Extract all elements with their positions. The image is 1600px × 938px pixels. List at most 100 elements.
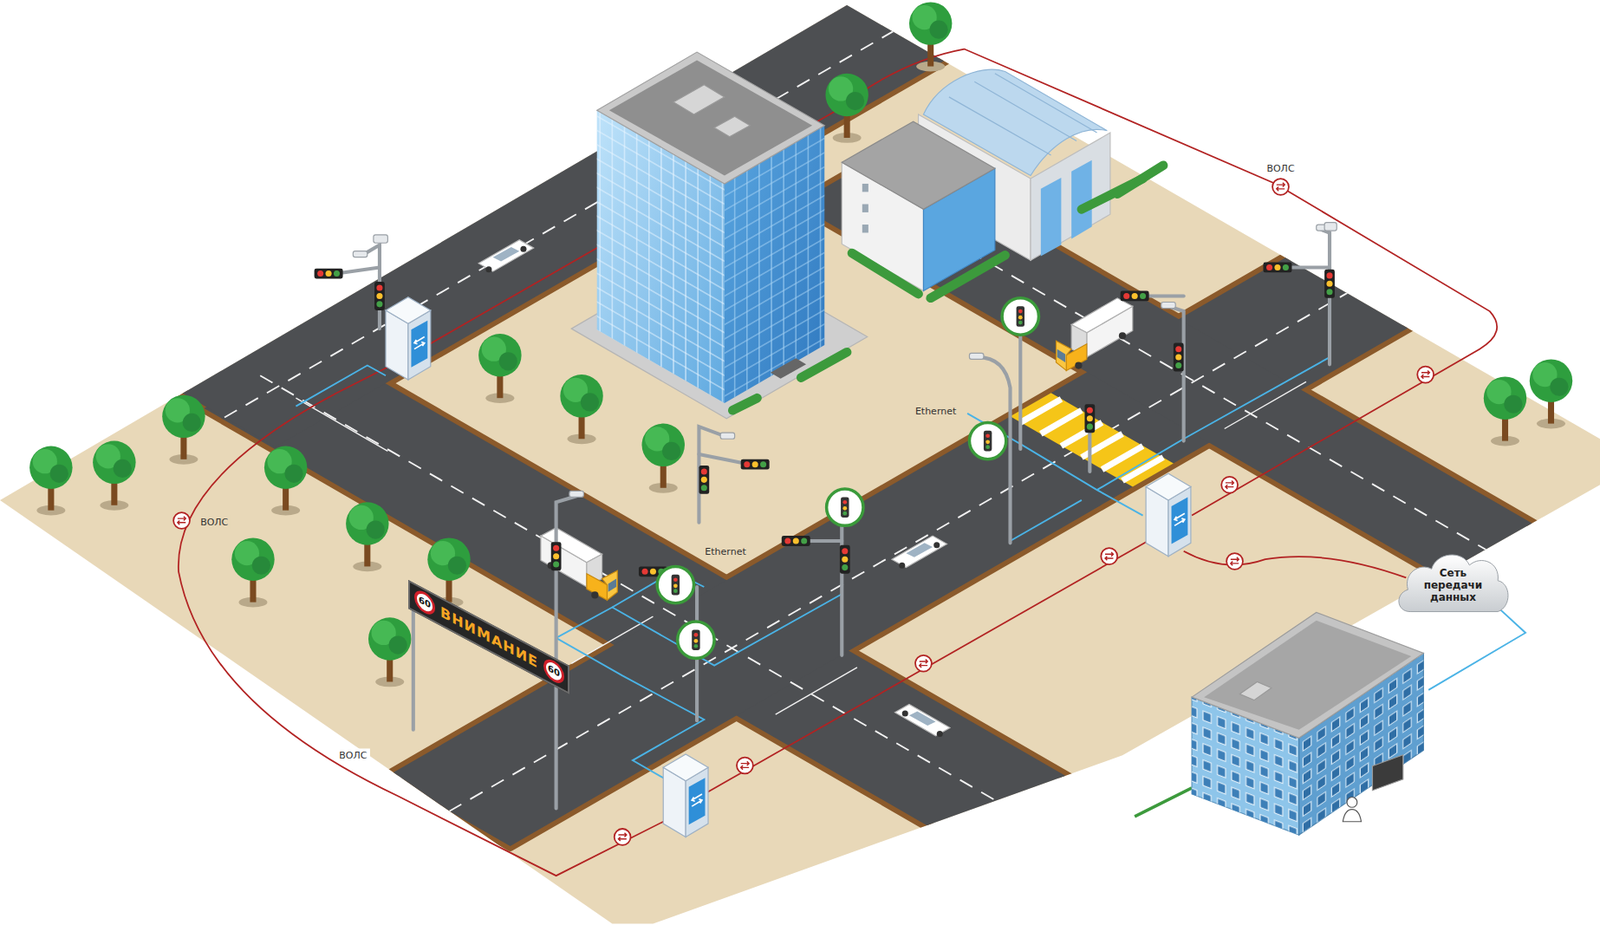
trees — [92, 441, 136, 511]
crosswalk — [1040, 409, 1082, 434]
line-label: ВОЛС — [197, 514, 231, 528]
line-label: ВОЛС — [1263, 162, 1297, 176]
roads — [173, 0, 1600, 909]
traffic-lights — [1120, 291, 1150, 302]
roads — [224, 0, 1600, 877]
lamps — [373, 234, 388, 243]
lamps — [969, 352, 983, 359]
buildings — [714, 116, 750, 137]
traffic-lights — [741, 459, 770, 470]
trees — [559, 374, 603, 444]
lamps — [352, 251, 367, 258]
fiber-symbols — [1100, 547, 1118, 565]
traffic-lights — [839, 545, 851, 574]
buildings — [862, 203, 869, 212]
vehicles — [478, 240, 1133, 737]
crosswalk — [1122, 456, 1164, 481]
buildings — [852, 253, 919, 294]
buildings — [1203, 620, 1412, 730]
buildings — [673, 84, 725, 115]
interface-label: Ethernet — [702, 544, 748, 558]
ethernet-line — [1010, 500, 1082, 541]
fiber-symbols — [1272, 178, 1289, 196]
buildings — [1081, 178, 1144, 209]
buildings — [862, 183, 869, 192]
roads — [224, 0, 990, 418]
buildings — [800, 351, 847, 378]
node-text: Сеть передачи данных — [1421, 567, 1484, 604]
ethernet-line — [1428, 609, 1526, 690]
buildings — [1040, 177, 1062, 257]
traffic-lights — [314, 268, 344, 280]
traffic-lights — [1084, 403, 1095, 433]
buildings — [930, 254, 1006, 298]
signal-icons — [1001, 298, 1039, 335]
speed-limit-badge: 60 — [414, 586, 436, 619]
fiber-symbols — [1221, 476, 1238, 494]
traffic-lights — [781, 535, 811, 547]
buildings — [1372, 754, 1403, 791]
speed-number: 60 — [547, 663, 560, 679]
buildings — [732, 165, 1164, 411]
vehicles — [894, 703, 950, 737]
fiber-symbols — [915, 655, 932, 672]
crosswalk — [1060, 422, 1102, 446]
network-cloud: Сеть передачи данных — [1393, 546, 1513, 625]
roads — [173, 0, 1041, 447]
fiber-symbols — [173, 512, 190, 529]
buildings — [1071, 160, 1093, 240]
lamps — [720, 432, 735, 439]
buildings — [597, 52, 826, 184]
buildings — [862, 224, 869, 233]
poles — [806, 539, 842, 543]
cloud-outline — [1398, 554, 1509, 612]
buildings — [1134, 786, 1192, 817]
buildings — [841, 121, 996, 209]
roads — [295, 397, 388, 451]
vehicles — [540, 527, 618, 601]
roads — [203, 343, 1184, 909]
lamps — [569, 490, 584, 497]
fiber-line — [1183, 551, 1407, 579]
sign-text: ВНИМАНИЕ — [440, 602, 539, 671]
signal-icons — [656, 565, 694, 603]
lamps — [352, 222, 1337, 498]
crosswalk — [1010, 392, 1174, 487]
buildings — [1342, 809, 1361, 822]
buildings — [1191, 611, 1424, 738]
traffic-lights — [551, 541, 562, 571]
traffic-lights — [1324, 269, 1335, 299]
trees — [1529, 358, 1573, 429]
buildings — [1346, 797, 1358, 808]
roads — [173, 0, 1041, 447]
fiber-symbols — [1417, 366, 1434, 384]
speed-limit-badge: 60 — [543, 655, 565, 688]
roads — [173, 0, 1600, 909]
lamps — [1324, 222, 1337, 231]
trees — [29, 1, 1573, 687]
vehicles — [1056, 298, 1133, 371]
poles — [839, 515, 844, 656]
trees — [1483, 376, 1527, 446]
crosswalk — [1010, 392, 1174, 487]
trees — [642, 423, 685, 494]
crosswalk — [1020, 398, 1164, 481]
ethernet-line — [967, 413, 1143, 516]
vehicles — [891, 535, 948, 569]
trees — [478, 333, 521, 404]
trees — [162, 395, 205, 465]
trees — [264, 446, 307, 516]
roads — [1224, 381, 1307, 429]
cabinets — [1145, 473, 1191, 556]
fiber-line — [703, 540, 1148, 794]
fiber-symbols — [614, 828, 631, 846]
fiber-symbols — [1226, 552, 1243, 570]
buildings — [732, 397, 757, 410]
cabinets — [663, 754, 709, 837]
signal-icons — [677, 621, 715, 658]
signal-icons — [826, 488, 864, 526]
traffic-lights — [1173, 343, 1184, 372]
fiber-line — [403, 49, 1497, 516]
